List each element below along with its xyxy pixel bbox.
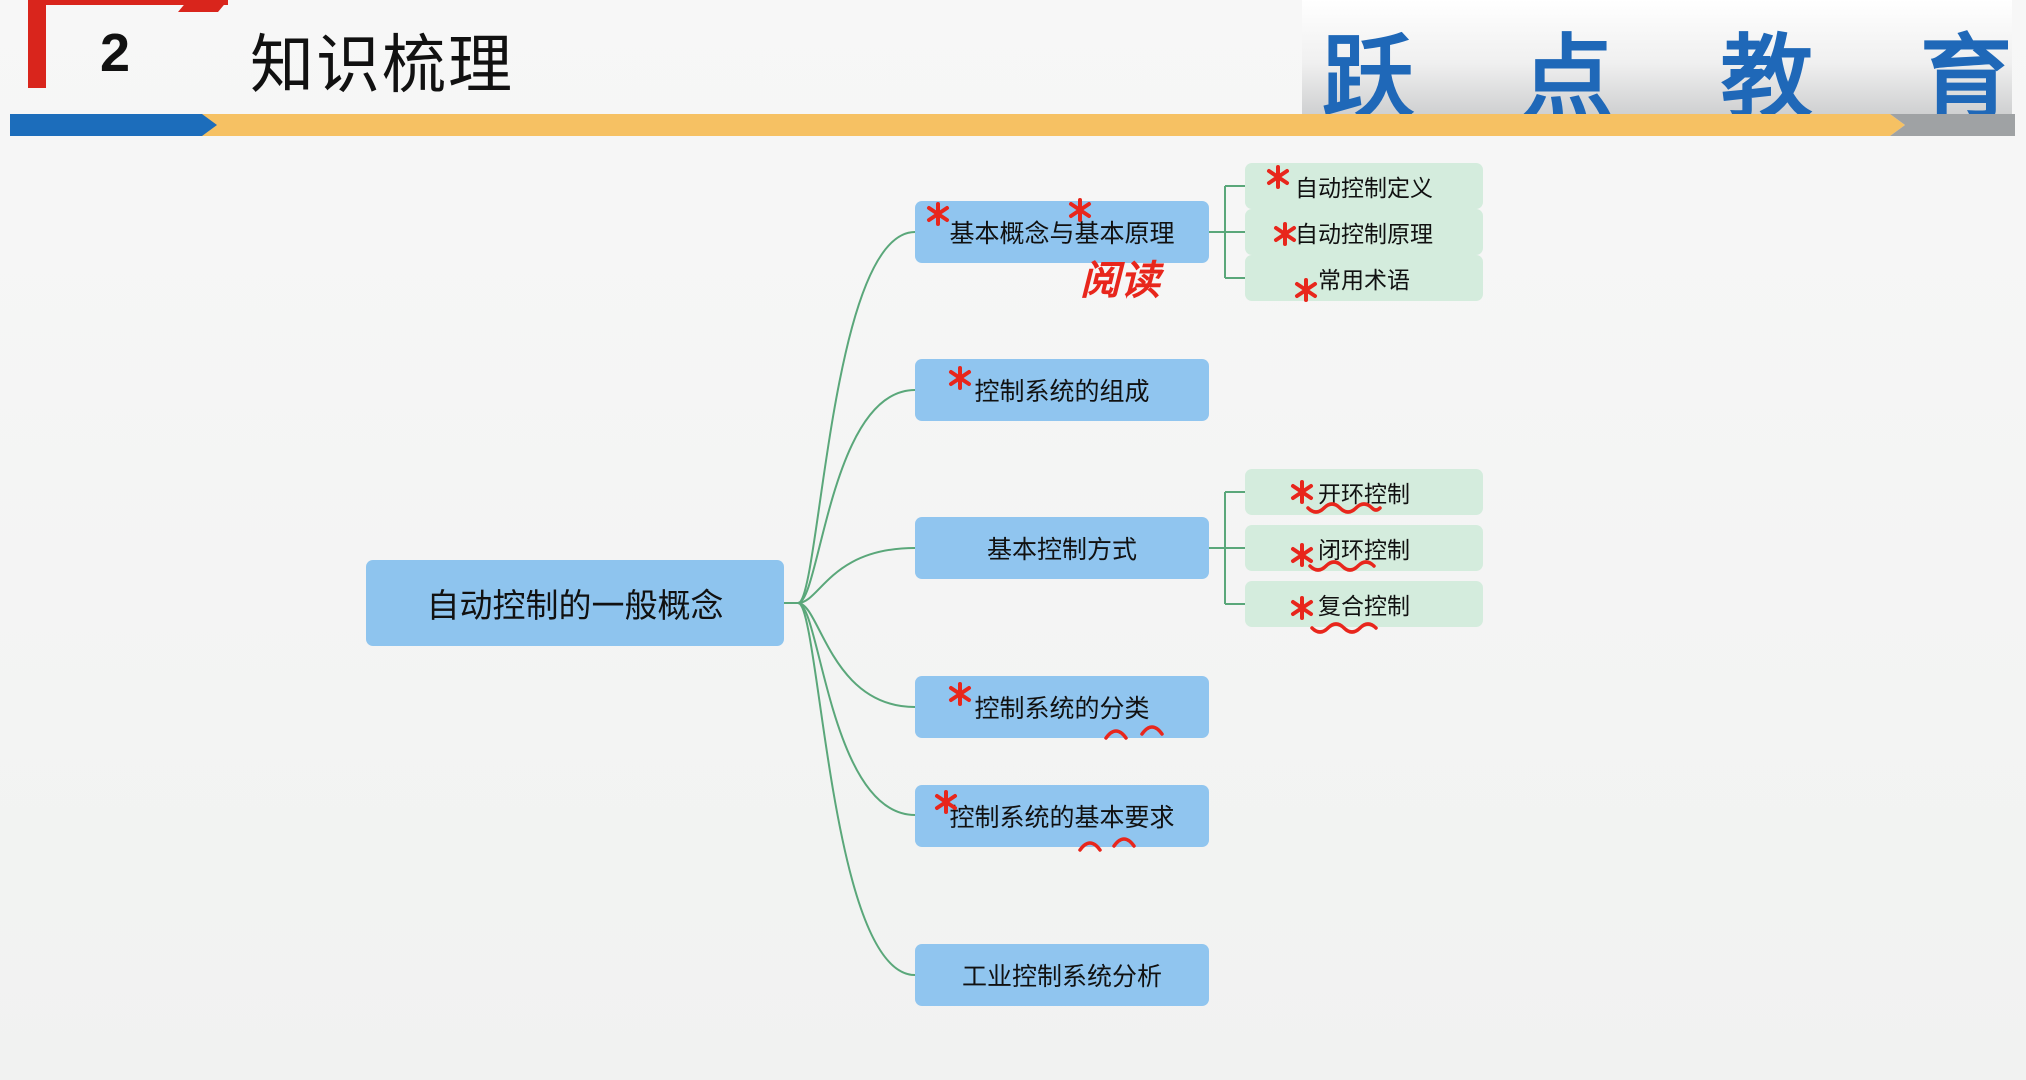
leaf-definition: 自动控制定义: [1245, 163, 1483, 209]
header-bar-orange: [185, 114, 1905, 136]
arc-underline: [1104, 725, 1164, 740]
header-bar-blue: [10, 114, 217, 136]
connector-root-branch-2: [797, 389, 916, 604]
arc-underline: [1078, 837, 1136, 852]
red-star-mark: [949, 366, 971, 390]
red-star-mark: [935, 790, 957, 814]
branch-basic-concepts: 基本概念与基本原理: [915, 201, 1209, 263]
connector-root-branch-1: [797, 231, 916, 604]
red-star-mark: [1274, 222, 1296, 246]
red-star-mark: [1069, 198, 1091, 222]
header-color-bar: [10, 114, 2015, 136]
wavy-underline: [1310, 622, 1378, 634]
branch-industrial-analysis: 工业控制系统分析: [915, 944, 1209, 1006]
wavy-underline: [1308, 560, 1376, 572]
connector-root-branch-5: [797, 602, 916, 816]
leaf-terminology: 常用术语: [1245, 255, 1483, 301]
red-star-mark: [1267, 165, 1289, 189]
leaf-compound: 复合控制: [1245, 581, 1483, 627]
red-star-mark: [949, 682, 971, 706]
red-star-mark: [927, 202, 949, 226]
header-bar-gray: [1890, 114, 2015, 136]
branch-system-composition: 控制系统的组成: [915, 359, 1209, 421]
connector-branch-3-leaves: [1209, 491, 1245, 605]
red-star-mark: [1291, 596, 1313, 620]
section-tab-shape: [28, 0, 228, 88]
handwritten-note-reading: 阅读: [1080, 257, 1165, 304]
header-title: 知识梳理: [250, 29, 514, 103]
branch-control-modes: 基本控制方式: [915, 517, 1209, 579]
connector-root-branch-4: [797, 602, 916, 708]
red-star-mark: [1291, 543, 1313, 567]
mindmap-root-node: 自动控制的一般概念: [366, 560, 784, 646]
connector-root-branch-3: [797, 547, 916, 604]
wavy-underline: [1306, 502, 1382, 514]
connector-branch-1-leaves: [1209, 185, 1245, 279]
section-number: 2: [100, 23, 131, 83]
branch-system-requirements: 控制系统的基本要求: [915, 785, 1209, 847]
red-star-mark: [1291, 480, 1313, 504]
connector-root-branch-6: [797, 602, 916, 976]
red-star-mark: [1295, 278, 1317, 302]
branch-system-classification: 控制系统的分类: [915, 676, 1209, 738]
